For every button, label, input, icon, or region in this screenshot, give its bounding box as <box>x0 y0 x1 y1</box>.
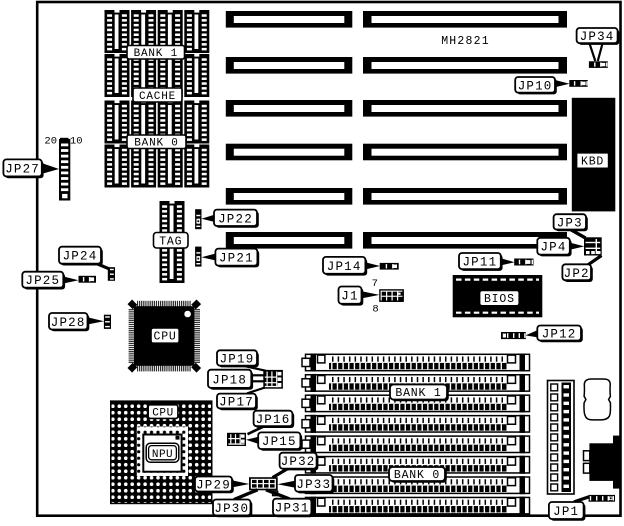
svg-text:J1: J1 <box>341 290 358 304</box>
svg-text:BANK 1: BANK 1 <box>134 48 178 60</box>
svg-text:JP16: JP16 <box>256 413 291 427</box>
svg-text:20: 20 <box>44 136 57 148</box>
svg-text:JP12: JP12 <box>542 328 577 342</box>
svg-text:BANK 0: BANK 0 <box>394 469 440 482</box>
svg-text:NPU: NPU <box>152 449 173 461</box>
svg-text:JP3: JP3 <box>557 216 583 230</box>
svg-text:JP19: JP19 <box>220 352 255 366</box>
svg-text:8: 8 <box>372 304 378 316</box>
svg-text:JP1: JP1 <box>553 505 579 519</box>
svg-text:JP25: JP25 <box>25 274 60 288</box>
svg-text:TAG: TAG <box>159 235 182 248</box>
svg-text:KBD: KBD <box>581 156 604 169</box>
svg-text:JP31: JP31 <box>275 502 310 516</box>
svg-text:JP24: JP24 <box>63 250 98 264</box>
svg-text:BANK 1: BANK 1 <box>395 387 441 400</box>
svg-text:JP28: JP28 <box>51 316 86 330</box>
svg-text:JP34: JP34 <box>580 30 615 44</box>
svg-text:JP33: JP33 <box>296 478 331 492</box>
svg-text:CPU: CPU <box>154 331 177 344</box>
svg-text:JP32: JP32 <box>281 455 316 469</box>
svg-text:JP2: JP2 <box>564 267 590 281</box>
svg-text:JP22: JP22 <box>218 212 253 226</box>
svg-text:JP17: JP17 <box>219 396 254 410</box>
svg-text:JP14: JP14 <box>327 260 362 274</box>
svg-text:JP29: JP29 <box>196 479 231 493</box>
svg-text:JP30: JP30 <box>214 502 249 516</box>
svg-text:MH2821: MH2821 <box>441 35 490 48</box>
svg-text:JP4: JP4 <box>540 241 566 255</box>
svg-text:CPU: CPU <box>152 408 174 420</box>
svg-text:7: 7 <box>372 278 378 290</box>
svg-text:BANK 0: BANK 0 <box>134 138 178 150</box>
svg-text:JP15: JP15 <box>262 435 297 449</box>
svg-text:BIOS: BIOS <box>484 293 515 306</box>
svg-text:JP27: JP27 <box>5 162 40 176</box>
svg-text:10: 10 <box>70 136 83 148</box>
svg-text:JP18: JP18 <box>212 373 247 387</box>
svg-text:CACHE: CACHE <box>139 91 176 103</box>
svg-text:JP21: JP21 <box>219 252 254 266</box>
svg-text:JP10: JP10 <box>518 79 553 93</box>
svg-text:JP11: JP11 <box>462 256 497 270</box>
